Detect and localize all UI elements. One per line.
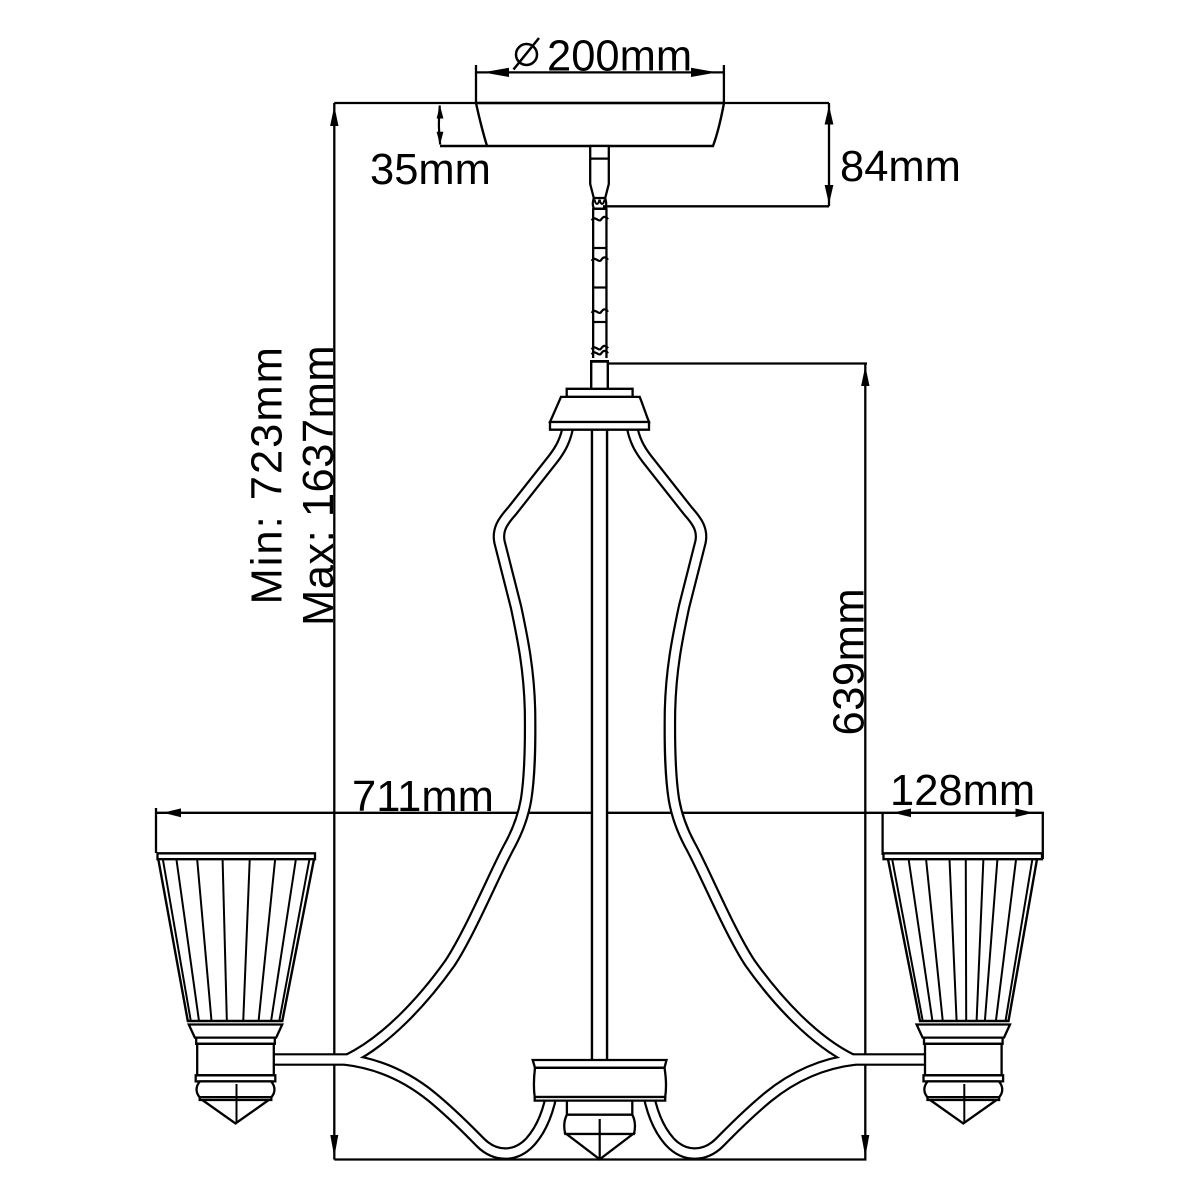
svg-text:200mm: 200mm [547,33,692,81]
svg-text:Max: 1637mm: Max: 1637mm [295,345,343,626]
svg-text:Min: 723mm: Min: 723mm [244,345,292,604]
svg-text:84mm: 84mm [840,143,961,191]
svg-text:711mm: 711mm [352,773,494,821]
svg-text:639mm: 639mm [826,588,874,736]
svg-text:128mm: 128mm [890,767,1035,815]
svg-text:35mm: 35mm [370,146,491,194]
